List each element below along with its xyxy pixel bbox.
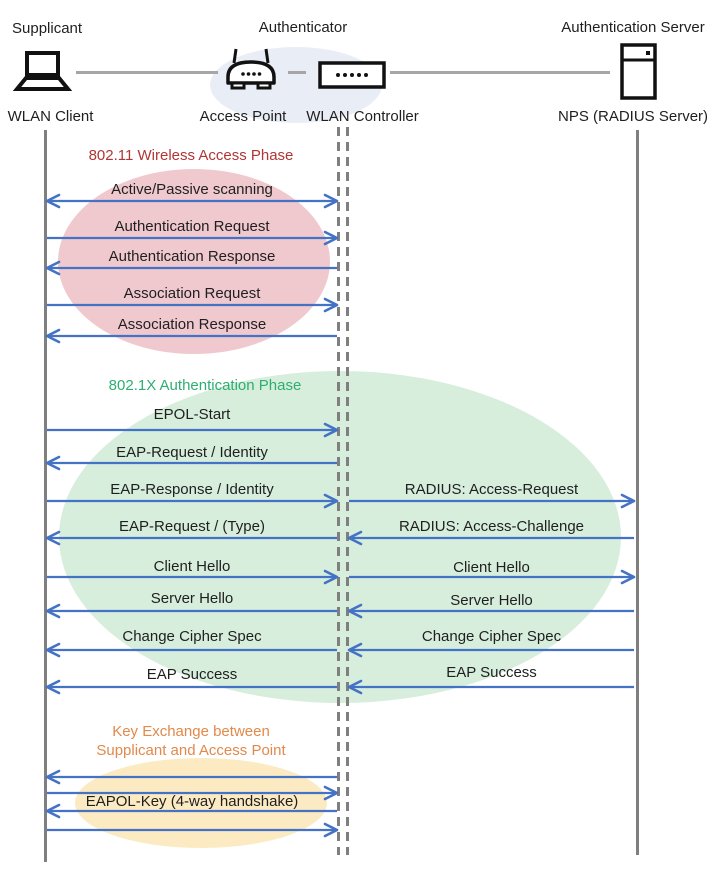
- message-label: Server Hello: [450, 592, 533, 609]
- phase-title-3: Key Exchange between Supplicant and Acce…: [96, 723, 286, 759]
- message-label: Association Request: [123, 285, 261, 302]
- message-arrow: [45, 769, 337, 785]
- message-label: Active/Passive scanning: [111, 181, 273, 198]
- message-label: RADIUS: Access-Request: [404, 481, 579, 498]
- message-label: Client Hello: [153, 558, 231, 575]
- phase1-ellipse: [58, 169, 330, 354]
- message-label: EPOL-Start: [153, 406, 231, 423]
- wlan-controller-icon: [318, 61, 386, 89]
- phase3-ellipse: [75, 758, 327, 848]
- message-label: Client Hello: [453, 559, 530, 576]
- message-arrow: [349, 569, 636, 585]
- role-label-authenticator: Authenticator: [258, 19, 348, 36]
- phase-title-1: 802.11 Wireless Access Phase: [88, 146, 294, 164]
- access-point-icon: [226, 48, 276, 90]
- message-arrow: [47, 230, 339, 246]
- message-arrow: [47, 785, 339, 801]
- message-label: EAPOL-Key (4-way handshake): [85, 793, 299, 810]
- message-arrow: [45, 455, 337, 471]
- message-label: EAP-Request / Identity: [116, 444, 268, 461]
- message-arrow: [47, 493, 339, 509]
- message-label: Change Cipher Spec: [421, 628, 562, 645]
- device-label-access-point: Access Point: [199, 108, 287, 125]
- role-label-supplicant: Supplicant: [12, 20, 83, 37]
- lifeline-tunnel-right: [345, 127, 349, 855]
- message-arrow: [45, 530, 337, 546]
- message-arrow: [45, 679, 337, 695]
- device-label-nps-radius-server: NPS (RADIUS Server): [558, 108, 709, 125]
- message-arrow: [45, 328, 337, 344]
- device-label-wlan-client: WLAN Client: [7, 108, 94, 125]
- message-arrow: [47, 822, 339, 838]
- message-label: Association Response: [117, 316, 267, 333]
- connector-ap-to-controller: [288, 71, 306, 74]
- device-label-wlan-controller: WLAN Controller: [306, 108, 419, 125]
- message-label: EAP Success: [146, 666, 238, 683]
- message-arrow: [347, 679, 634, 695]
- message-arrow: [45, 193, 339, 209]
- message-arrow: [347, 530, 634, 546]
- message-label: Authentication Request: [114, 218, 270, 235]
- message-arrow: [45, 803, 337, 819]
- connector-client-to-ap: [76, 71, 218, 74]
- lifeline-radius-server: [635, 130, 639, 855]
- message-arrow: [47, 422, 339, 438]
- message-label: EAP-Response / Identity: [110, 481, 274, 498]
- message-arrow: [347, 642, 634, 658]
- message-arrow: [349, 493, 636, 509]
- message-label: Server Hello: [150, 590, 234, 607]
- connector-controller-to-server: [390, 71, 610, 74]
- message-label: EAP-Request / (Type): [119, 518, 265, 535]
- laptop-icon: [12, 51, 72, 91]
- message-label: Authentication Response: [108, 248, 276, 265]
- message-arrow: [45, 603, 337, 619]
- message-arrow: [47, 569, 339, 585]
- role-label-authentication-server: Authentication Server: [561, 19, 705, 36]
- message-arrow: [47, 297, 339, 313]
- message-arrow: [45, 642, 337, 658]
- message-label: RADIUS: Access-Challenge: [398, 518, 585, 535]
- phase-title-2: 802.1X Authentication Phase: [108, 376, 302, 394]
- server-icon: [620, 43, 657, 100]
- message-label: EAP Success: [446, 664, 537, 681]
- lifeline-wlan-client: [43, 130, 47, 862]
- message-arrow: [45, 260, 337, 276]
- message-label: Change Cipher Spec: [122, 628, 262, 645]
- lifeline-tunnel-left: [336, 127, 340, 855]
- message-arrow: [347, 603, 634, 619]
